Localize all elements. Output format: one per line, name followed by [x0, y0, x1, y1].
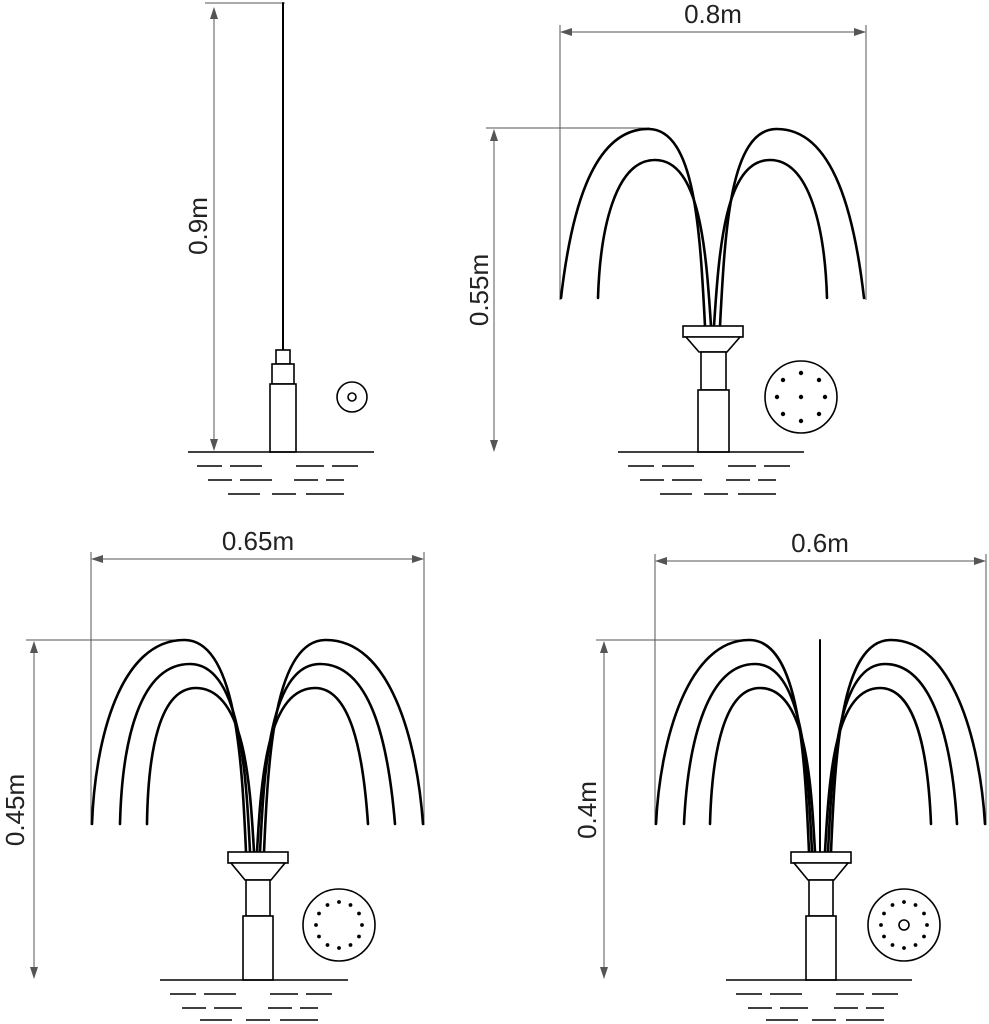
water-jets [559, 127, 866, 328]
height-label: 0.55m [464, 254, 494, 326]
nozzle-pipe [242, 915, 274, 981]
center-orifice-icon [347, 392, 357, 402]
nozzle-head [682, 325, 744, 338]
width-label: 0.65m [222, 526, 294, 556]
nozzle-head [227, 851, 289, 864]
water-jets [654, 638, 987, 854]
water-surface-icon [160, 979, 348, 1021]
nozzle-collar [792, 862, 850, 881]
nozzle-collar [229, 862, 287, 881]
nozzle-head [790, 851, 852, 864]
water-jets [90, 638, 425, 854]
nozzle-face-icon [867, 888, 941, 962]
nozzle-face-icon [302, 888, 376, 962]
nozzle-neck [700, 351, 727, 391]
nozzle-pipe [269, 383, 297, 453]
fountain-two-arc: 0.8m 0.55m [464, 0, 867, 495]
water-surface-icon [726, 979, 912, 1021]
height-label: 0.9m [183, 197, 213, 255]
fountain-three-arc-with-center-jet: 0.6m 0.4m [572, 528, 987, 1021]
height-label: 0.45m [0, 774, 30, 846]
height-label: 0.4m [572, 781, 602, 839]
nozzle-tip [275, 349, 291, 365]
water-surface-icon [188, 451, 374, 495]
width-label: 0.8m [684, 0, 742, 29]
width-label: 0.6m [791, 528, 849, 558]
nozzle-neck [245, 879, 271, 917]
nozzle-pipe [697, 389, 730, 453]
nozzle-pipe [805, 915, 837, 981]
nozzle-head [271, 363, 295, 385]
nozzle-face-icon [764, 360, 838, 434]
fountain-single-jet: 0.9m [183, 2, 374, 495]
water-surface-icon [618, 451, 804, 495]
nozzle-neck [808, 879, 834, 917]
fountain-three-arc: 0.65m 0.45m [0, 526, 425, 1021]
nozzle-collar [684, 336, 742, 353]
